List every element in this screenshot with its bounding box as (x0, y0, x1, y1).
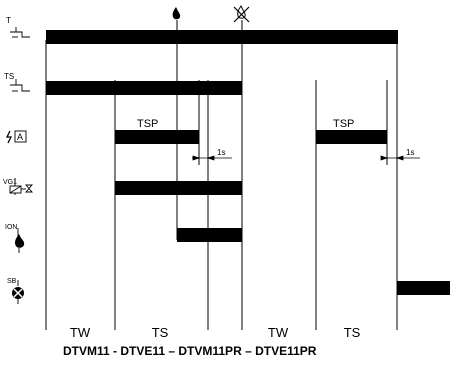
bar-ionization (177, 228, 242, 242)
delay-indicator-2 (380, 155, 420, 161)
bar-thermostat (46, 30, 398, 44)
flame-icon (172, 7, 181, 25)
lightning-icon (5, 130, 13, 144)
safety-thermostat-symbol (10, 79, 30, 92)
delay-indicator-1 (192, 155, 232, 161)
ionization-icon (15, 228, 25, 253)
relay-box (14, 130, 27, 143)
tsp-label-2: TSP (333, 118, 354, 130)
relay-box-label: A (17, 132, 23, 142)
bar-valve (115, 181, 242, 195)
bar-lockout (397, 281, 450, 295)
bar-safety-thermostat (46, 81, 242, 95)
thermostat-symbol (10, 27, 30, 38)
phase-label-1: TW (70, 325, 91, 340)
bar-tsp-2 (316, 130, 387, 144)
flame-off-icon (233, 5, 250, 23)
time-markers (45, 20, 398, 330)
valve-symbol (9, 178, 33, 195)
ionization-label: ION (5, 224, 17, 231)
delay-label-1: 1s (217, 148, 225, 157)
diagram-caption: DTVM11 - DTVE11 – DTVM11PR – DTVE11PR (63, 344, 317, 358)
delay-label-2: 1s (406, 148, 414, 157)
lockout-label: SB (7, 278, 17, 285)
phase-label-4: TS (344, 325, 361, 340)
phase-label-3: TW (268, 325, 289, 340)
phase-label-2: TS (152, 325, 169, 340)
tsp-label-1: TSP (137, 118, 158, 130)
bar-tsp-1 (115, 130, 199, 144)
safety-thermostat-label: TS (4, 72, 14, 81)
thermostat-label: T (6, 16, 11, 25)
valve-label: VG1 (3, 179, 17, 186)
lockout-lamp-icon (12, 280, 24, 304)
